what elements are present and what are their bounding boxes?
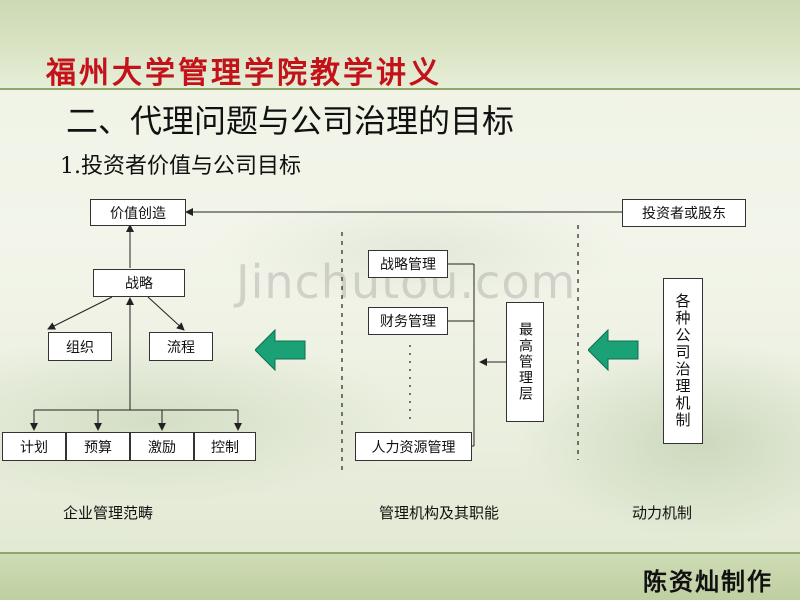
header-bar xyxy=(0,0,800,88)
box-incentive: 激励 xyxy=(130,432,194,461)
footer-author: 陈资灿制作 xyxy=(643,567,773,596)
header-title: 福州大学管理学院教学讲义 xyxy=(46,56,442,91)
box-value-creation: 价值创造 xyxy=(90,199,186,226)
box-budget: 预算 xyxy=(66,432,130,461)
box-investors: 投资者或股东 xyxy=(622,199,746,227)
caption-mgmt-org: 管理机构及其职能 xyxy=(379,504,500,522)
box-organization: 组织 xyxy=(48,332,112,361)
slide-subtitle: 1.投资者价值与公司目标 xyxy=(60,154,301,179)
green-left-arrow-icon xyxy=(588,328,639,372)
box-control: 控制 xyxy=(194,432,256,461)
box-governance: 各种公司治理机制 xyxy=(663,278,703,444)
box-strategy: 战略 xyxy=(93,269,185,297)
green-left-arrow-icon xyxy=(255,328,306,372)
arrow-strategy-to-organization xyxy=(47,296,113,330)
caption-mgmt-scope: 企业管理范畴 xyxy=(63,504,154,522)
footer-divider xyxy=(0,552,800,554)
box-process: 流程 xyxy=(149,332,213,361)
box-plan: 计划 xyxy=(2,432,66,461)
box-strategic-mgmt: 战略管理 xyxy=(368,250,448,278)
footer-bar xyxy=(0,552,800,600)
arrow-strategy-to-process xyxy=(147,296,185,331)
header-divider xyxy=(0,88,800,90)
caption-driving-mechanism: 动力机制 xyxy=(632,504,693,522)
slide-title: 二、代理问题与公司治理的目标 xyxy=(66,102,515,140)
box-financial-mgmt: 财务管理 xyxy=(368,307,448,335)
box-top-mgmt: 最高管理层 xyxy=(506,302,544,422)
box-hr-mgmt: 人力资源管理 xyxy=(355,432,472,461)
